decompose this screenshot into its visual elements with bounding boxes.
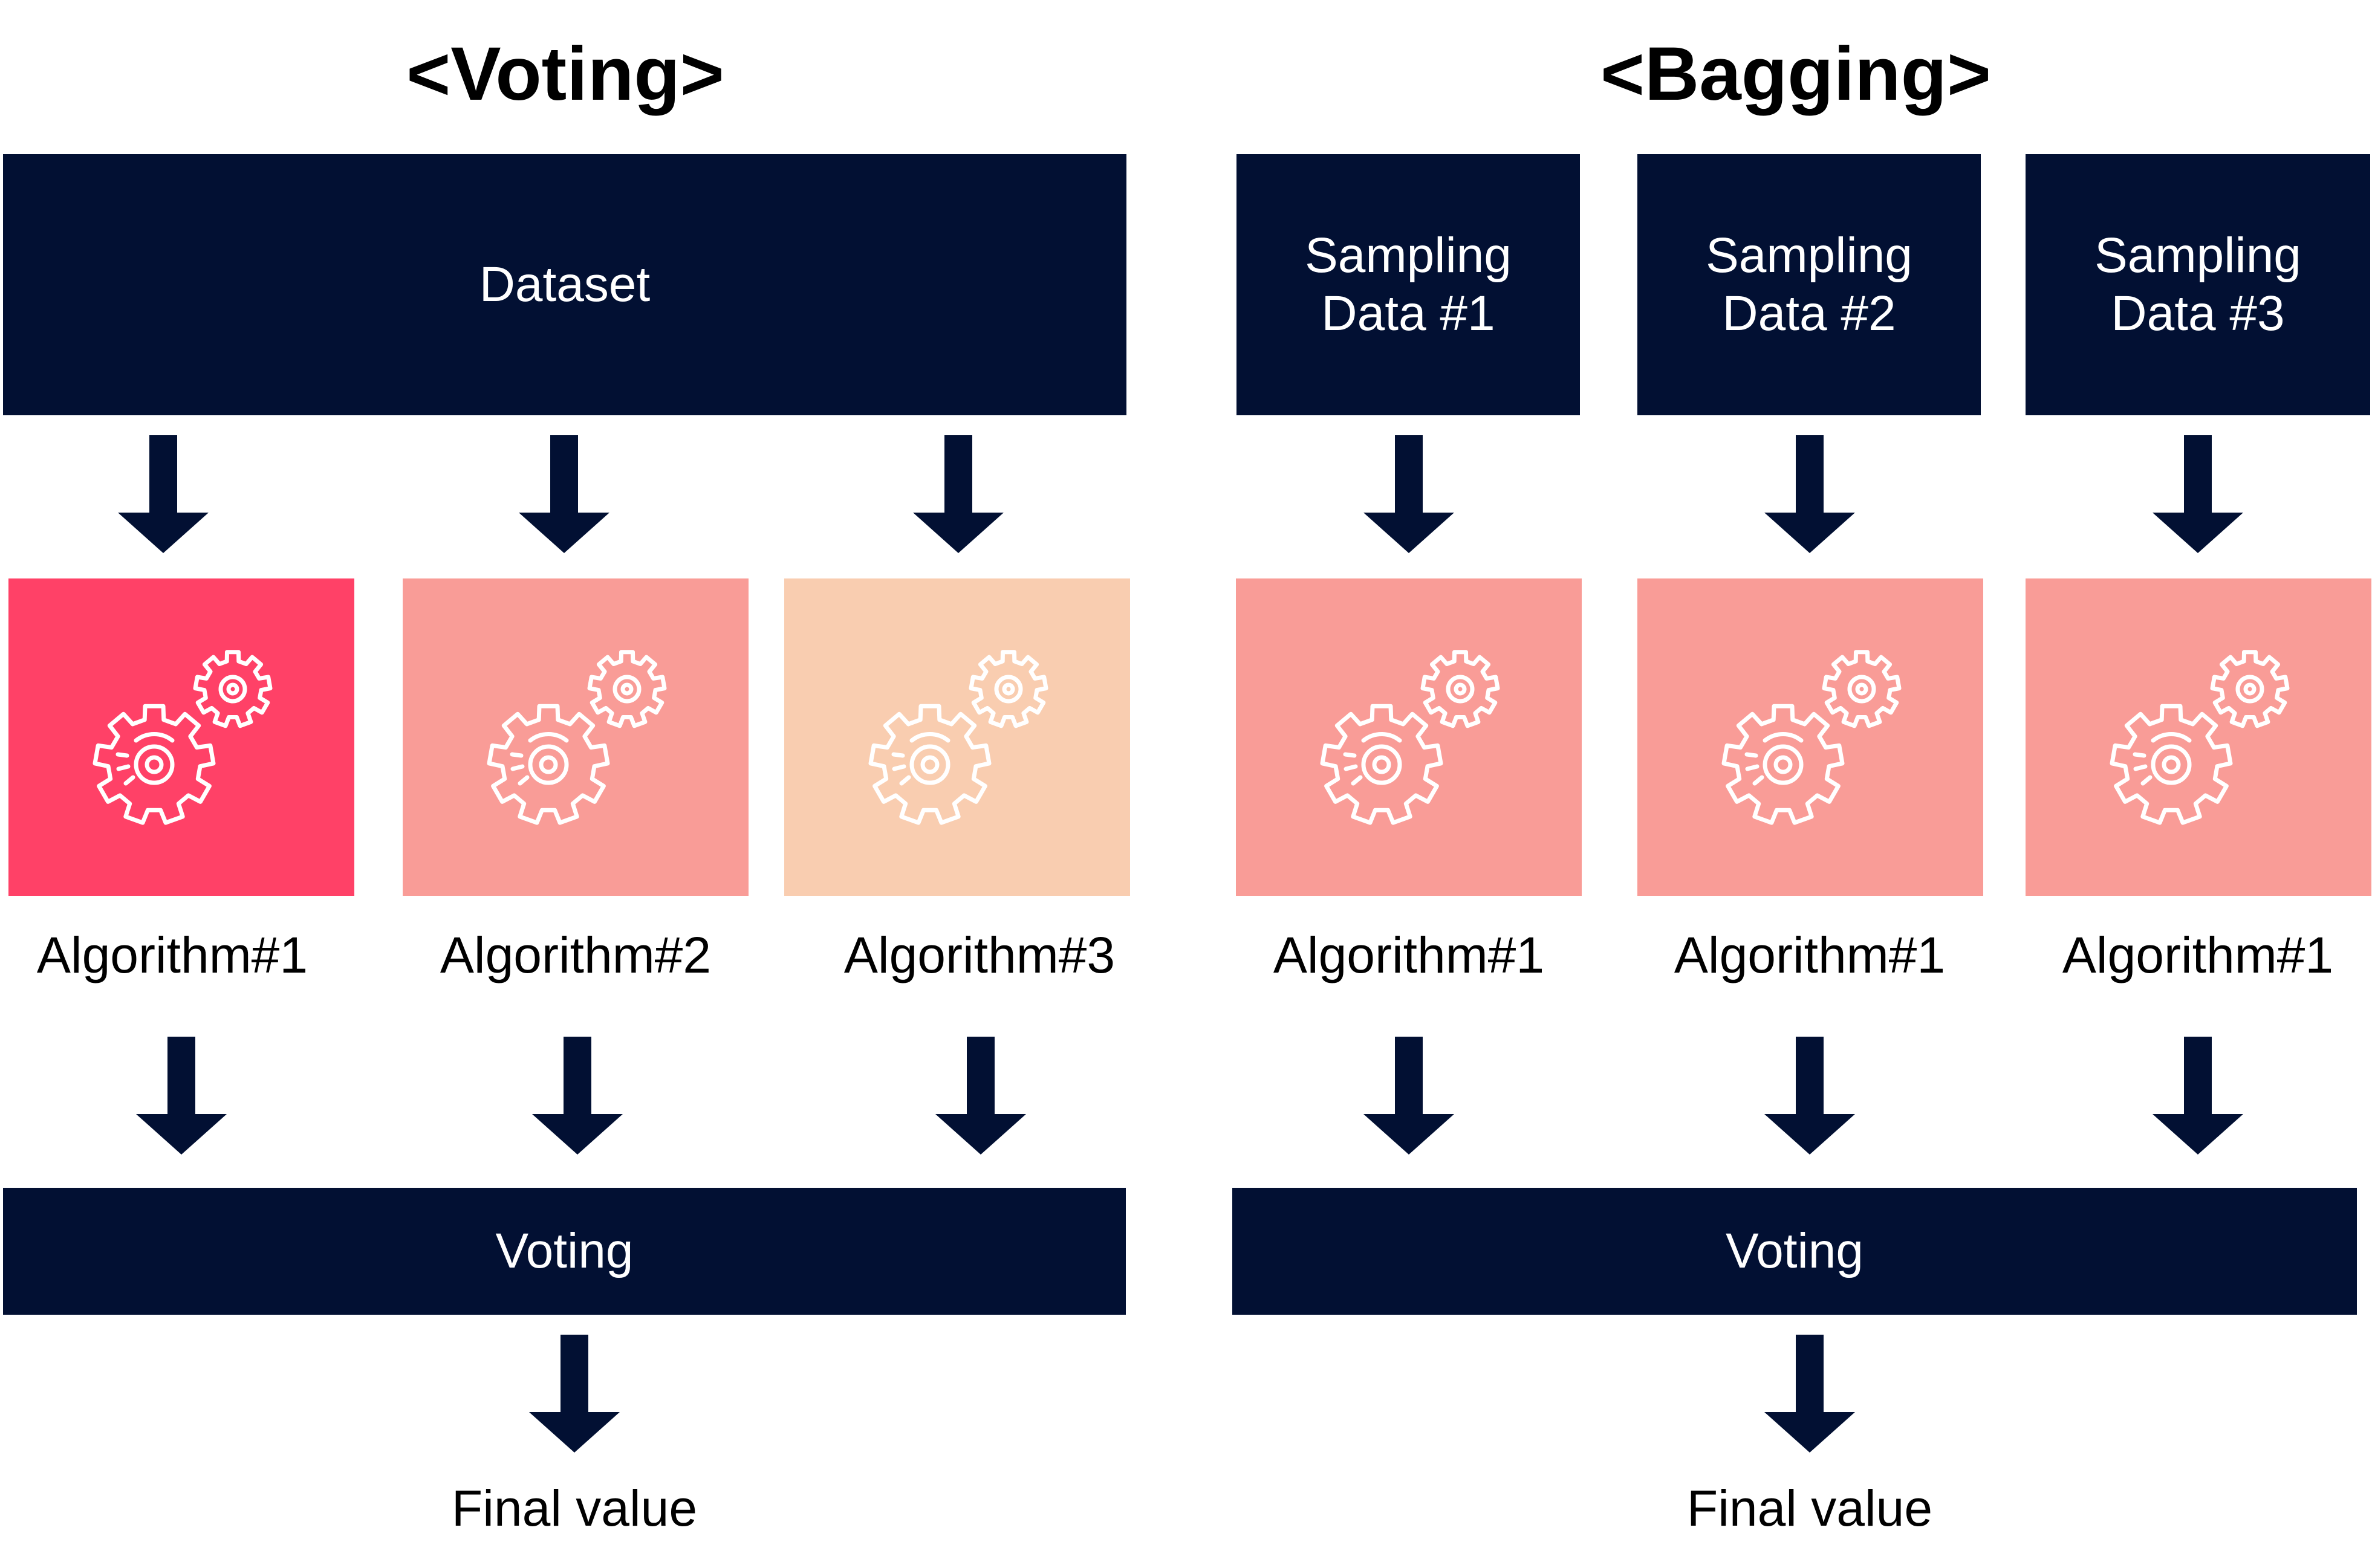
algorithm-box [8, 578, 354, 896]
down-arrow-icon [118, 435, 209, 553]
gears-icon [1721, 649, 1902, 825]
algorithm-box [1637, 578, 1983, 896]
down-arrow-icon [529, 1335, 620, 1453]
down-arrow-icon [2153, 435, 2243, 553]
voting-bar: Voting [3, 1188, 1126, 1315]
algorithm-label: Algorithm#2 [440, 927, 712, 983]
algorithm-box [1236, 578, 1582, 896]
algorithm-label: Algorithm#1 [36, 927, 308, 983]
final-value-label: Final value [451, 1480, 698, 1537]
algorithm-label: Algorithm#1 [1273, 927, 1545, 983]
down-arrow-icon [1764, 435, 1855, 553]
gears-icon [93, 649, 273, 825]
final-value-label: Final value [1686, 1480, 1933, 1537]
algorithm-label: Algorithm#1 [2062, 927, 2334, 983]
sampling-data-box-2: Sampling Data #2 [1637, 154, 1981, 415]
gears-icon [2110, 649, 2290, 825]
dataset-label: Dataset [479, 257, 651, 313]
sampling-data-box-1: Sampling Data #1 [1236, 154, 1580, 415]
down-arrow-icon [2153, 1037, 2243, 1155]
down-arrow-icon [1363, 435, 1454, 553]
down-arrow-icon [1363, 1037, 1454, 1155]
down-arrow-icon [935, 1037, 1026, 1155]
sampling-data-label: Sampling Data #1 [1305, 228, 1512, 341]
sampling-data-label: Sampling Data #3 [2094, 228, 2301, 341]
sampling-data-label: Sampling Data #2 [1706, 228, 1912, 341]
voting-label: Voting [1726, 1223, 1863, 1279]
voting-bar: Voting [1232, 1188, 2357, 1315]
down-arrow-icon [1764, 1335, 1855, 1453]
down-arrow-icon [532, 1037, 623, 1155]
dataset-box: Dataset [3, 154, 1126, 415]
sampling-data-box-3: Sampling Data #3 [2026, 154, 2370, 415]
down-arrow-icon [519, 435, 609, 553]
down-arrow-icon [1764, 1037, 1855, 1155]
gears-icon [1320, 649, 1500, 825]
voting-title: <Voting> [406, 32, 724, 116]
algorithm-box [784, 578, 1130, 896]
down-arrow-icon [136, 1037, 227, 1155]
algorithm-box [2026, 578, 2371, 896]
gears-icon [868, 649, 1048, 825]
voting-label: Voting [495, 1223, 634, 1279]
algorithm-label: Algorithm#3 [843, 927, 1116, 983]
algorithm-box [403, 578, 749, 896]
gears-icon [487, 649, 667, 825]
bagging-title: <Bagging> [1600, 32, 1991, 116]
down-arrow-icon [913, 435, 1004, 553]
algorithm-label: Algorithm#1 [1674, 927, 1946, 983]
